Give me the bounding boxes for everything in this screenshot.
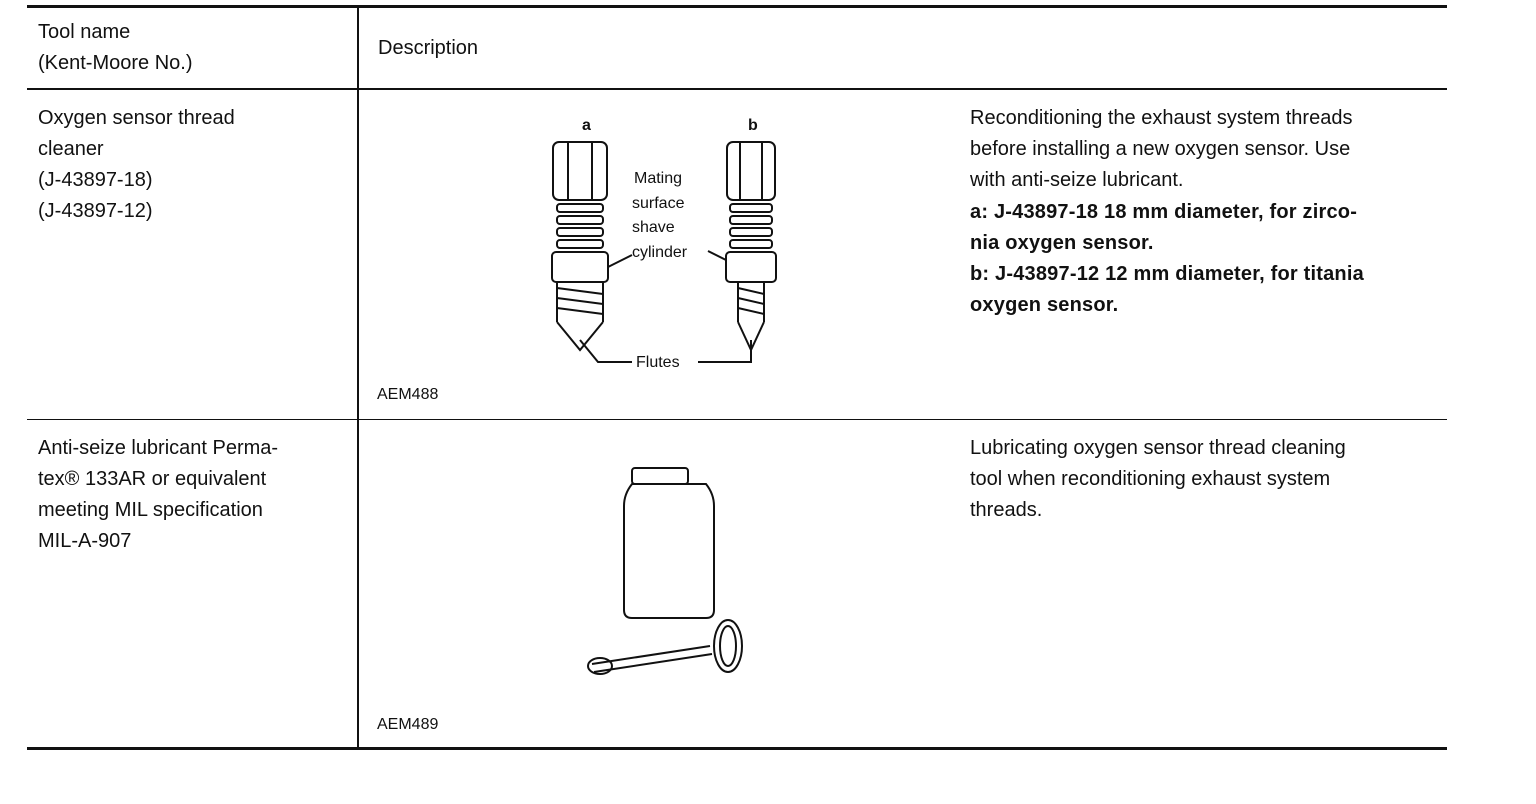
column-divider: [357, 5, 359, 750]
label-a: a: [582, 117, 591, 134]
row-divider-rule: [27, 419, 1447, 420]
row1-description: Reconditioning the exhaust system thread…: [970, 107, 1353, 191]
thread-cleaner-labels: a b Mating surface shave cylinder Flutes: [582, 117, 758, 371]
figure-code-aem488: AEM488: [377, 386, 439, 403]
row1-desc-bold-4: oxygen sensor.: [970, 294, 1119, 316]
header-bottom-rule: [27, 88, 1447, 90]
label-mating-3: shave: [632, 219, 675, 236]
table-bottom-rule: [27, 747, 1447, 750]
thread-cleaner-icon: [551, 141, 777, 363]
label-mating-2: surface: [632, 195, 685, 212]
label-flutes: Flutes: [636, 354, 680, 371]
lubricant-illustration: [580, 460, 760, 680]
thread-cleaner-illustration: a b Mating surface shave cylinder Flutes: [540, 110, 810, 375]
table-top-rule: [27, 5, 1447, 8]
row2-description: Lubricating oxygen sensor thread cleanin…: [970, 437, 1346, 521]
header-tool-name: Tool name (Kent-Moore No.): [38, 21, 193, 74]
header-description: Description: [378, 37, 479, 59]
label-mating-4: cylinder: [632, 244, 688, 261]
row2-tool-name: Anti-seize lubricant Perma- tex® 133AR o…: [38, 437, 279, 552]
row1-desc-bold-2: nia oxygen sensor.: [970, 232, 1154, 254]
row1-desc-bold-3: b: J-43897-12 12 mm diameter, for titani…: [970, 263, 1364, 285]
label-b: b: [748, 117, 758, 134]
figure-code-aem489: AEM489: [377, 716, 439, 733]
lubricant-bottle-icon: [587, 467, 743, 675]
row1-desc-bold-1: a: J-43897-18 18 mm diameter, for zirco-: [970, 201, 1358, 223]
label-mating-1: Mating: [634, 170, 682, 187]
row1-tool-name: Oxygen sensor thread cleaner (J-43897-18…: [38, 107, 235, 222]
